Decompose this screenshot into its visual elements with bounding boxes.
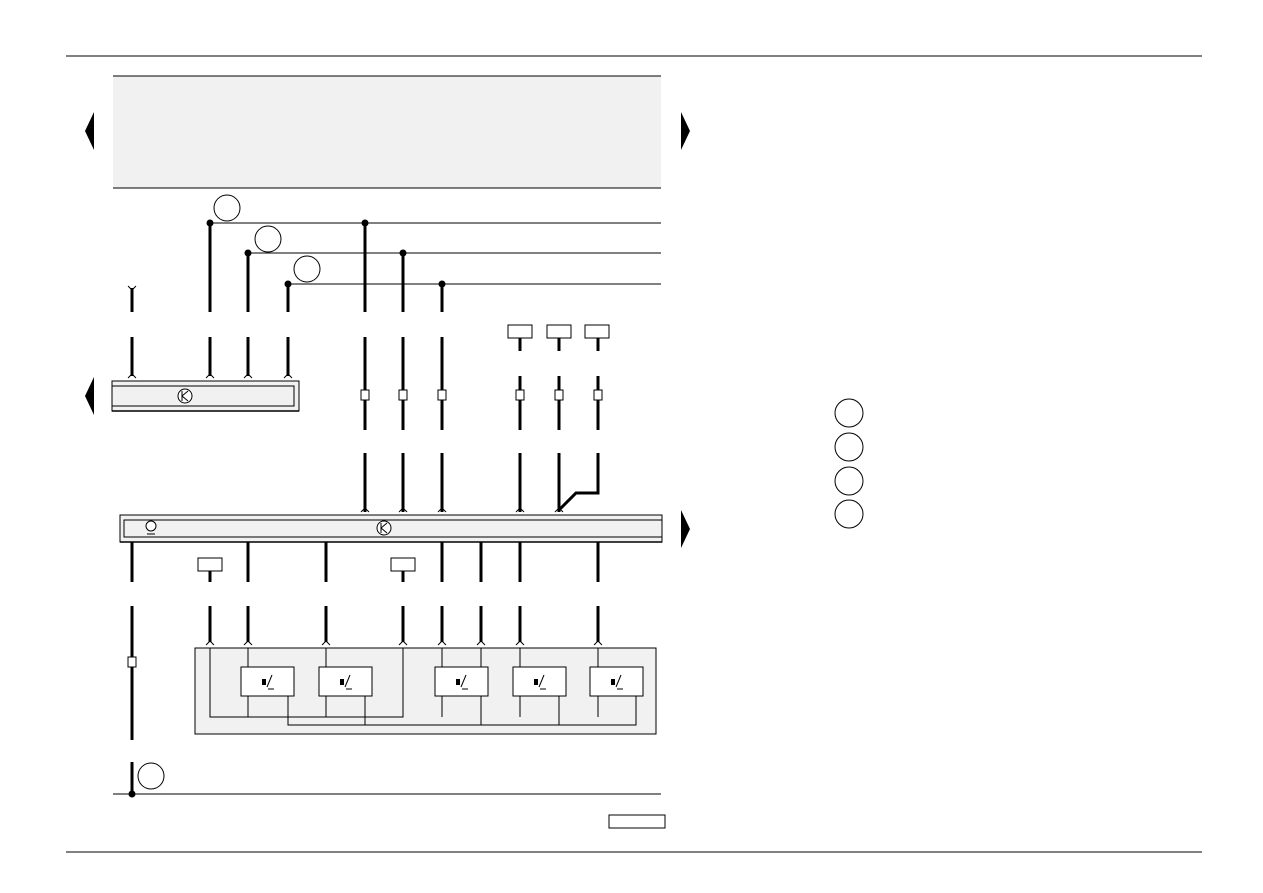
wire-arrow [205, 640, 215, 646]
control-unit-icon [177, 388, 193, 404]
sensor-module [318, 666, 373, 697]
top-control-unit [111, 373, 300, 412]
nav-left-arrow-middle[interactable] [85, 377, 94, 415]
nav-left-arrow-top[interactable] [85, 112, 94, 150]
junction-dot [128, 790, 136, 798]
connector [515, 389, 525, 401]
legend-marker [834, 432, 864, 462]
sensor-icon [340, 674, 352, 690]
wire-arrow [437, 640, 447, 646]
connector [398, 389, 408, 401]
wire-arrow [398, 640, 408, 646]
internal-wire [287, 696, 637, 726]
terminal-box [546, 324, 572, 339]
wire-arrow [243, 640, 253, 646]
sensor-module [434, 666, 489, 697]
nav-right-arrow-top[interactable] [681, 112, 690, 150]
sensor-module [589, 666, 644, 697]
internal-wire [209, 648, 404, 718]
connector [127, 656, 137, 668]
wire [557, 453, 600, 512]
connector [593, 389, 603, 401]
wire-arrow [127, 285, 137, 291]
wire-arrow [593, 640, 603, 646]
sensor-icon [534, 674, 546, 690]
nav-right-arrow-bottom[interactable] [681, 510, 690, 548]
warning-lamp-icon [145, 520, 157, 535]
sensor-icon [611, 674, 623, 690]
connector [360, 389, 370, 401]
connector-marker [213, 194, 241, 222]
terminal-box [197, 557, 223, 572]
sensor-module [240, 666, 295, 697]
wire-arrow [321, 640, 331, 646]
legend-marker [834, 499, 864, 529]
terminal-box [390, 557, 416, 572]
control-unit-icon [376, 520, 392, 536]
main-control-unit [119, 507, 663, 543]
sensor-icon [456, 674, 468, 690]
header-panel [113, 76, 661, 188]
wire-arrow [515, 640, 525, 646]
terminal-box [507, 324, 533, 339]
sensor-module [512, 666, 567, 697]
connector-marker [254, 225, 282, 253]
connector-marker [293, 255, 321, 283]
legend-marker [834, 466, 864, 496]
sensor-icon [262, 674, 274, 690]
wire-arrow [476, 640, 486, 646]
connector [554, 389, 564, 401]
connector [437, 389, 447, 401]
terminal-box [584, 324, 610, 339]
diagram-reference-box [608, 814, 666, 829]
ground-connector-marker [137, 762, 165, 790]
legend-marker [834, 398, 864, 428]
